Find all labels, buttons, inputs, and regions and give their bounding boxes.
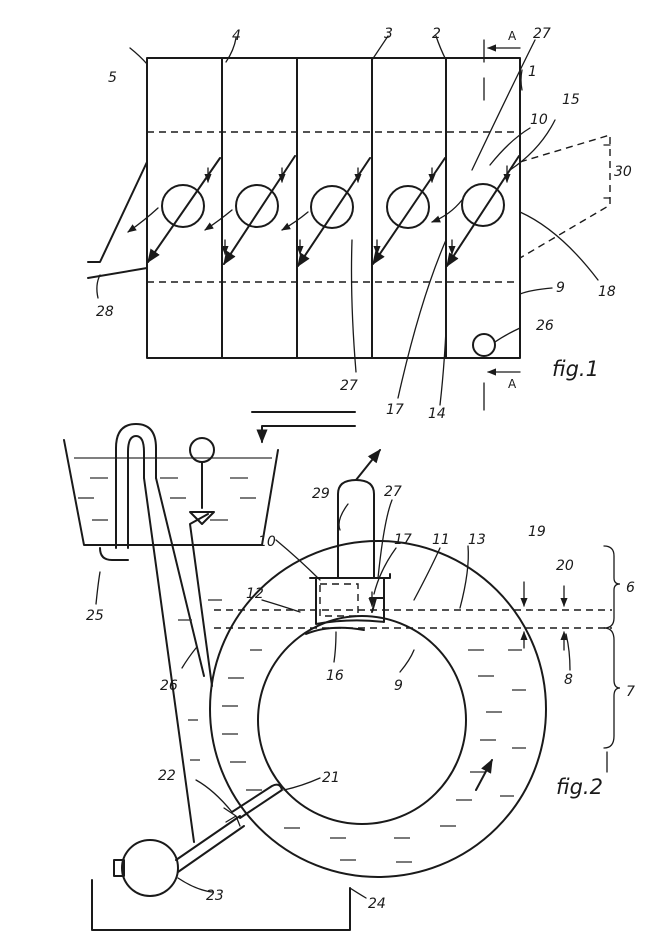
fig2-siphon-tube [115, 423, 157, 549]
ref-21: 21 [322, 770, 340, 786]
figure-2: 29 27 10 17 11 13 19 20 6 7 8 12 16 9 25… [63, 411, 635, 931]
fig1-reference-numerals: 5 4 3 2 27 1 10 15 30 18 9 28 26 27 17 1… [96, 26, 632, 422]
figure-1: A A 5 4 3 2 27 [87, 26, 632, 422]
ref-4: 4 [232, 28, 241, 44]
section-marker-bottom: A [508, 377, 517, 391]
ref-26: 26 [536, 318, 554, 334]
ref-8: 8 [564, 672, 573, 688]
ref-18: 18 [598, 284, 616, 300]
ref-6: 6 [626, 580, 635, 596]
ref-17: 17 [394, 532, 412, 548]
fig1-flap-30 [519, 134, 611, 259]
fig2-nozzle-16 [305, 626, 365, 635]
ref-5: 5 [108, 70, 117, 86]
ref-2: 2 [432, 26, 441, 42]
fig1-outlet-duct-28 [87, 161, 148, 279]
ref-27-bottom: 27 [340, 378, 358, 394]
fig2-air-nozzle-21 [231, 783, 283, 819]
fig1-caption: fig.1 [552, 357, 599, 381]
fig2-rotation-arrow [475, 758, 493, 791]
ref-27-top: 27 [533, 26, 551, 42]
fig2-leader-lines [95, 499, 571, 899]
fig1-pump-26 [472, 333, 496, 357]
ref-27: 27 [384, 484, 402, 500]
ref-23: 23 [206, 888, 224, 904]
fig2-riser-26 [143, 477, 205, 843]
ref-20: 20 [556, 558, 574, 574]
fig2-level-dimensions [520, 581, 568, 651]
fig2-exhaust-29 [337, 479, 375, 579]
ref-13: 13 [468, 532, 486, 548]
ref-11: 11 [432, 532, 450, 548]
fig1-leader-lines [96, 35, 599, 406]
fig1-section-line-a: A A [483, 29, 521, 411]
fig2-basin-25 [63, 439, 279, 546]
ref-10: 10 [530, 112, 548, 128]
ref-15: 15 [562, 92, 580, 108]
fig2-base-24 [91, 879, 351, 931]
fig1-flow-baffles [127, 155, 520, 268]
fig2-zone-brackets [603, 545, 621, 773]
ref-29: 29 [312, 486, 330, 502]
fig2-caption: fig.2 [556, 775, 603, 799]
fig2-blower-outlet [113, 859, 125, 877]
fig1-openings [161, 183, 505, 229]
fig2-outer-drum [209, 540, 547, 878]
ref-16: 16 [326, 668, 344, 684]
ref-26: 26 [160, 678, 178, 694]
ref-12: 12 [246, 586, 264, 602]
fig2-collector-10 [309, 573, 391, 625]
fig2-reference-numerals: 29 27 10 17 11 13 19 20 6 7 8 12 16 9 25… [86, 484, 635, 912]
ref-17: 17 [386, 402, 404, 418]
fig2-exhaust-arrow [355, 448, 381, 481]
ref-22: 22 [158, 768, 176, 784]
ref-9: 9 [556, 280, 565, 296]
ref-28: 28 [96, 304, 114, 320]
fig1-outer-frame [146, 57, 521, 359]
fig2-blower-23 [121, 839, 179, 897]
ref-1: 1 [528, 64, 537, 80]
ref-25: 25 [86, 608, 104, 624]
ref-14: 14 [428, 406, 446, 422]
ref-24: 24 [368, 896, 386, 912]
fig2-valve-seat [189, 511, 215, 525]
ref-3: 3 [384, 26, 393, 42]
ref-30: 30 [614, 164, 632, 180]
section-marker-top: A [508, 29, 517, 43]
ref-10: 10 [258, 534, 276, 550]
ref-19: 19 [528, 524, 546, 540]
fig2-inner-drum-9 [257, 615, 467, 825]
fig1-cell-dividers [221, 57, 447, 359]
ref-9: 9 [394, 678, 403, 694]
ref-7: 7 [626, 684, 635, 700]
fig2-basin-water [74, 457, 272, 521]
